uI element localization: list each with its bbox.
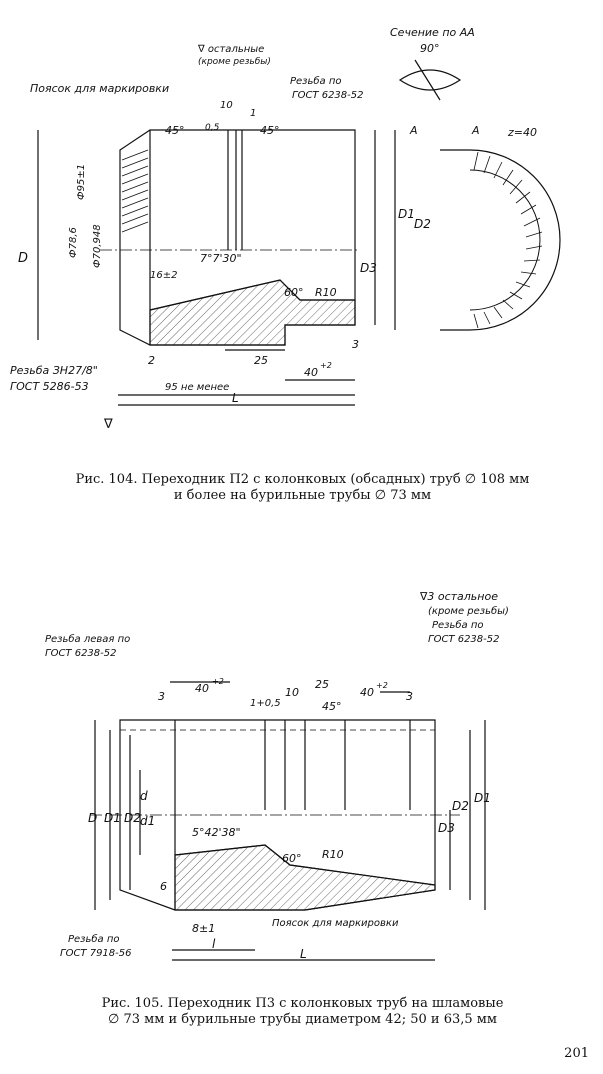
dim-d1: d1: [140, 814, 155, 828]
dim-l: l: [212, 937, 216, 951]
section-label: Сечение по АА: [390, 26, 475, 39]
marking-band-label: Поясок для маркировки: [30, 82, 169, 95]
dim-D2: D2: [414, 217, 431, 231]
thread-bottom-label: Резьба по: [68, 933, 120, 945]
dim-D2-2: D2: [124, 811, 141, 825]
thread-left-label: Резьба ЗН27/8": [10, 364, 98, 377]
phi-95: Ф95±1: [76, 164, 87, 200]
dim-L: L: [232, 391, 239, 405]
thread-gost-label-2: ГОСТ 6238-52: [428, 634, 500, 645]
figure-104-caption-line1: Рис. 104. Переходник П2 с колонковых (об…: [75, 472, 530, 487]
radius-R10: R10: [315, 286, 337, 299]
dim-D3: D3: [360, 261, 377, 275]
angle-60-2: 60°: [282, 852, 302, 865]
roughness-6: 6: [160, 880, 167, 893]
figure-105-caption-line2: ∅ 73 мм и бурильные трубы диаметром 42; …: [107, 1012, 498, 1027]
dim-45b: 45°: [260, 124, 280, 137]
dim-40a-tol: +2: [212, 677, 224, 686]
angle-7: 7°7'30": [200, 252, 242, 265]
dim-05: 0,5: [205, 123, 220, 133]
roughness-note: (кроме резьбы): [198, 57, 271, 67]
dim-95: 95 не менее: [165, 382, 229, 393]
thread-std-label: Резьба по: [290, 75, 342, 87]
dim-1-05: 1+0,5: [250, 698, 281, 709]
dim-8: 8±1: [192, 922, 215, 935]
angle-90-label: 90°: [420, 42, 440, 55]
dim-D2r: D2: [452, 799, 469, 813]
page-number: 201: [564, 1046, 589, 1061]
dim-D1-2: D1: [104, 811, 121, 825]
figure-104-drawing: Сечение по АА 90° ∇ остальные (кроме рез…: [10, 26, 561, 432]
figure-104-caption: Рис. 104. Переходник П2 с колонковых (об…: [30, 472, 575, 504]
dim-25-2: 25: [315, 678, 329, 691]
thread-bottom-gost: ГОСТ 7918-56: [60, 948, 132, 959]
dim-d: d: [140, 789, 148, 803]
phi-70948: Ф70,948: [92, 224, 103, 268]
dim-D1: D1: [398, 207, 415, 221]
dim-3a: 3: [158, 690, 165, 703]
dim-1: 1: [250, 108, 256, 119]
dim-D1r: D1: [474, 791, 491, 805]
roughness-label-2: ∇3 остальное: [419, 590, 498, 603]
dim-40a: 40: [195, 682, 209, 695]
roughness-label: ∇ остальные: [197, 44, 264, 55]
dim-D-2: D: [88, 811, 97, 825]
dim-40b: 40: [360, 686, 374, 699]
dim-3: 3: [352, 338, 359, 351]
section-mark-a1: А: [409, 124, 418, 137]
thread-left-gost-2: ГОСТ 6238-52: [45, 648, 117, 659]
roughness-note-2: (кроме резьбы): [428, 605, 509, 617]
dim-D: D: [18, 251, 28, 266]
figure-105-caption-line1: Рис. 105. Переходник П3 с колонковых тру…: [101, 996, 504, 1011]
gear-teeth-z40: z=40: [507, 126, 537, 139]
marking-band-2: Поясок для маркировки: [272, 918, 399, 929]
dim-10-2: 10: [285, 686, 299, 699]
dim-2: 2: [148, 354, 155, 367]
dim-40: 40: [304, 366, 318, 379]
thread-left-gost: ГОСТ 5286-53: [10, 380, 89, 393]
phi-786: Ф78,6: [68, 227, 79, 258]
roughness-symbol: ∇: [103, 417, 113, 432]
dim-3b: 3: [406, 690, 413, 703]
thread-left-label-2: Резьба левая по: [45, 633, 130, 645]
dim-45a: 45°: [165, 124, 185, 137]
dim-45-2: 45°: [322, 700, 342, 713]
angle-60: 60°: [284, 286, 304, 299]
section-mark-a2: А: [471, 124, 480, 137]
figure-104-caption-line2: и более на бурильные трубы ∅ 73 мм: [173, 488, 432, 503]
dim-D3-2: D3: [438, 821, 455, 835]
figure-105-drawing: ∇3 остальное (кроме резьбы) Резьба по ГО…: [45, 590, 509, 961]
dim-16: 16±2: [150, 270, 177, 281]
dim-L-2: L: [300, 947, 307, 961]
radius-R10-2: R10: [322, 848, 344, 861]
dim-40-tol: +2: [320, 361, 332, 370]
dim-25: 25: [254, 354, 268, 367]
thread-std-label-2: Резьба по: [432, 619, 484, 631]
dim-10: 10: [220, 100, 233, 111]
thread-gost-label: ГОСТ 6238-52: [292, 90, 364, 101]
figure-105-caption: Рис. 105. Переходник П3 с колонковых тру…: [30, 996, 575, 1028]
angle-5: 5°42'38": [192, 826, 241, 839]
dim-40b-tol: +2: [376, 681, 388, 690]
